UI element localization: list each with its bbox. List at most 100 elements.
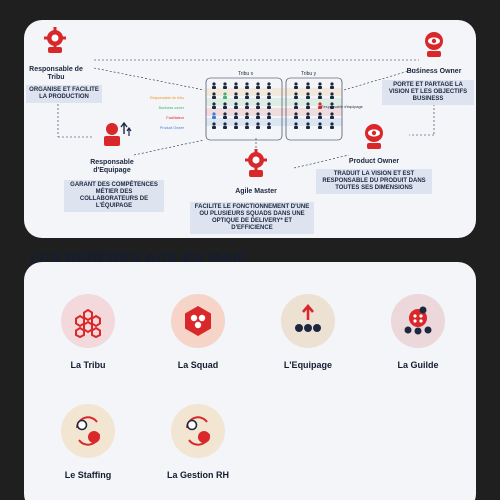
gear-person-icon — [44, 27, 66, 53]
person-body — [245, 106, 249, 109]
person-icon — [256, 102, 260, 106]
person-icon — [245, 112, 249, 116]
person-body — [223, 86, 227, 89]
row-band-3 — [206, 118, 342, 126]
person-icon — [294, 92, 298, 96]
person-body — [267, 126, 271, 129]
row-label-facilitateur: Facilitateur — [166, 116, 184, 120]
person-icon — [330, 122, 334, 126]
person-icon — [294, 82, 298, 86]
row-band-2 — [206, 108, 342, 116]
row-label-business-owner: Business owner — [158, 106, 184, 110]
person-icon — [212, 82, 216, 86]
person-icon — [245, 102, 249, 106]
person-icon — [234, 122, 238, 126]
person-icon — [318, 112, 322, 116]
concept-label-staffing: Le Staffing — [64, 470, 112, 480]
person-body — [318, 126, 322, 129]
person-body — [318, 96, 322, 99]
person-icon — [330, 102, 334, 106]
person-body — [294, 106, 298, 109]
person-icon — [234, 82, 238, 86]
person-icon — [223, 92, 227, 96]
person-body — [212, 126, 216, 129]
person-body — [223, 116, 227, 119]
role-desc-responsable-equipage: GARANT DES COMPÉTENCES MÉTIER DES COLLAB… — [64, 180, 164, 212]
concept-label-equipage: L'Equipage — [283, 360, 333, 370]
person-body — [267, 86, 271, 89]
person-body — [245, 86, 249, 89]
person-body — [330, 126, 334, 129]
role-desc-business-owner: PORTE ET PARTAGE LA VISION ET LES OBJECT… — [382, 80, 474, 105]
person-icon — [256, 92, 260, 96]
person-body — [256, 116, 260, 119]
person-body — [330, 116, 334, 119]
concept-staffing[interactable]: Le Staffing — [48, 404, 128, 480]
person-icon — [212, 112, 216, 116]
person-icon — [267, 122, 271, 126]
concept-label-guilde: La Guilde — [397, 360, 439, 370]
person-body — [267, 106, 271, 109]
rotation-icon — [61, 404, 115, 458]
concept-label-gestion-rh: La Gestion RH — [166, 470, 229, 480]
concept-gestion-rh[interactable]: La Gestion RH — [158, 404, 238, 480]
concept-tribu[interactable]: La Tribu — [48, 294, 128, 370]
person-icon — [256, 112, 260, 116]
person-icon — [318, 92, 322, 96]
person-icon — [306, 102, 310, 106]
eye-person-icon-po — [365, 124, 383, 149]
person-icon — [294, 102, 298, 106]
person-body — [212, 96, 216, 99]
person-icon — [245, 82, 249, 86]
person-icon — [223, 102, 227, 106]
person-icon — [212, 92, 216, 96]
person-icon — [294, 112, 298, 116]
person-icon — [212, 102, 216, 106]
person-body — [212, 116, 216, 119]
person-body — [256, 106, 260, 109]
person-body — [318, 116, 322, 119]
tribe-grid-svg — [205, 77, 343, 141]
person-body — [294, 86, 298, 89]
person-icon — [306, 82, 310, 86]
tribe-frame-x — [205, 77, 283, 141]
person-icon — [223, 122, 227, 126]
person-icon — [318, 102, 322, 106]
person-body — [234, 86, 238, 89]
person-icon — [294, 122, 298, 126]
person-body — [256, 126, 260, 129]
person-icon — [245, 122, 249, 126]
person-icon — [306, 92, 310, 96]
person-body — [256, 86, 260, 89]
person-icon — [223, 112, 227, 116]
hex-group-icon — [171, 294, 225, 348]
connector-lines — [57, 59, 435, 169]
row-band-0 — [206, 88, 342, 96]
person-body — [318, 106, 322, 109]
concept-label-squad: La Squad — [177, 360, 219, 370]
person-body — [330, 86, 334, 89]
person-icon — [256, 122, 260, 126]
person-icon — [234, 112, 238, 116]
concept-squad[interactable]: La Squad — [158, 294, 238, 370]
person-body — [234, 106, 238, 109]
person-body — [223, 96, 227, 99]
person-icon — [267, 82, 271, 86]
person-icon — [267, 112, 271, 116]
person-body — [306, 126, 310, 129]
person-icon — [234, 92, 238, 96]
concept-equipage[interactable]: L'Equipage — [268, 294, 348, 370]
person-icon — [330, 92, 334, 96]
concept-guilde[interactable]: La Guilde — [378, 294, 458, 370]
person-icon — [267, 102, 271, 106]
role-title-business-owner: Business Owner — [406, 68, 462, 75]
tribe-frame-y — [285, 77, 343, 141]
row-band-1 — [206, 98, 342, 106]
person-body — [306, 86, 310, 89]
person-body — [234, 116, 238, 119]
person-body — [234, 96, 238, 99]
tribe-grid: Tribu x Tribu y — [204, 71, 344, 142]
role-desc-product-owner: TRADUIT LA VISION ET EST RESPONSABLE DU … — [316, 169, 432, 194]
person-body — [330, 106, 334, 109]
person-body — [294, 126, 298, 129]
